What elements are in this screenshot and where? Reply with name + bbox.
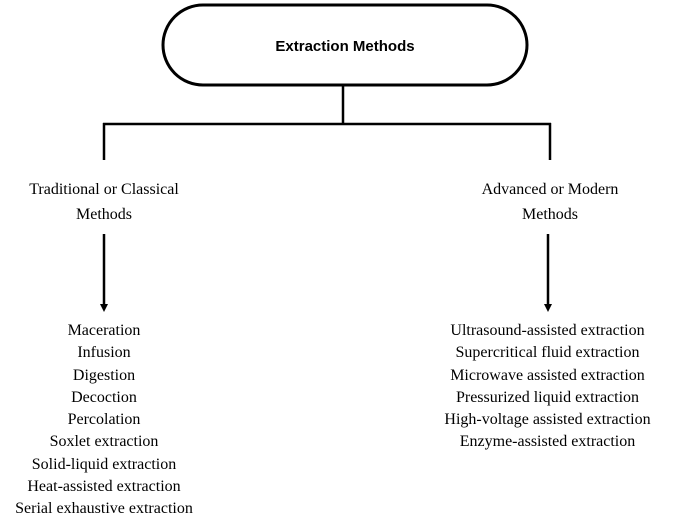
branch-title-line: Advanced or Modern (481, 181, 619, 198)
method-item: Percolation (67, 411, 141, 429)
method-item: High-voltage assisted extraction (444, 411, 651, 429)
method-item: Pressurized liquid extraction (455, 388, 640, 406)
branch-title-line: Traditional or Classical (29, 181, 179, 198)
method-item: Digestion (72, 366, 136, 384)
method-item: Enzyme-assisted extraction (459, 433, 636, 451)
advanced-methods-list: Ultrasound-assisted extraction Supercrit… (410, 320, 685, 454)
method-item: Maceration (67, 322, 141, 339)
method-item: Microwave assisted extraction (450, 366, 645, 384)
root-node-shape (161, 3, 529, 87)
method-item: Ultrasound-assisted extraction (450, 322, 645, 339)
branch-title-line: Methods (522, 206, 578, 223)
branch-title-advanced: Advanced or Modern Methods (450, 177, 650, 227)
method-item: Solid-liquid extraction (31, 455, 177, 473)
branch-title-traditional: Traditional or Classical Methods (4, 177, 204, 227)
method-item: Soxlet extraction (49, 433, 159, 451)
traditional-methods-list: Maceration Infusion Digestion Decoction … (0, 320, 208, 521)
method-item: Infusion (77, 344, 131, 362)
branch-title-line: Methods (76, 206, 132, 223)
method-item: Decoction (71, 388, 137, 406)
method-item: Supercritical fluid extraction (455, 344, 640, 362)
method-item: Heat-assisted extraction (27, 478, 181, 496)
root-node-title: Extraction Methods (275, 37, 415, 55)
method-item: Serial exhaustive extraction (15, 500, 193, 518)
